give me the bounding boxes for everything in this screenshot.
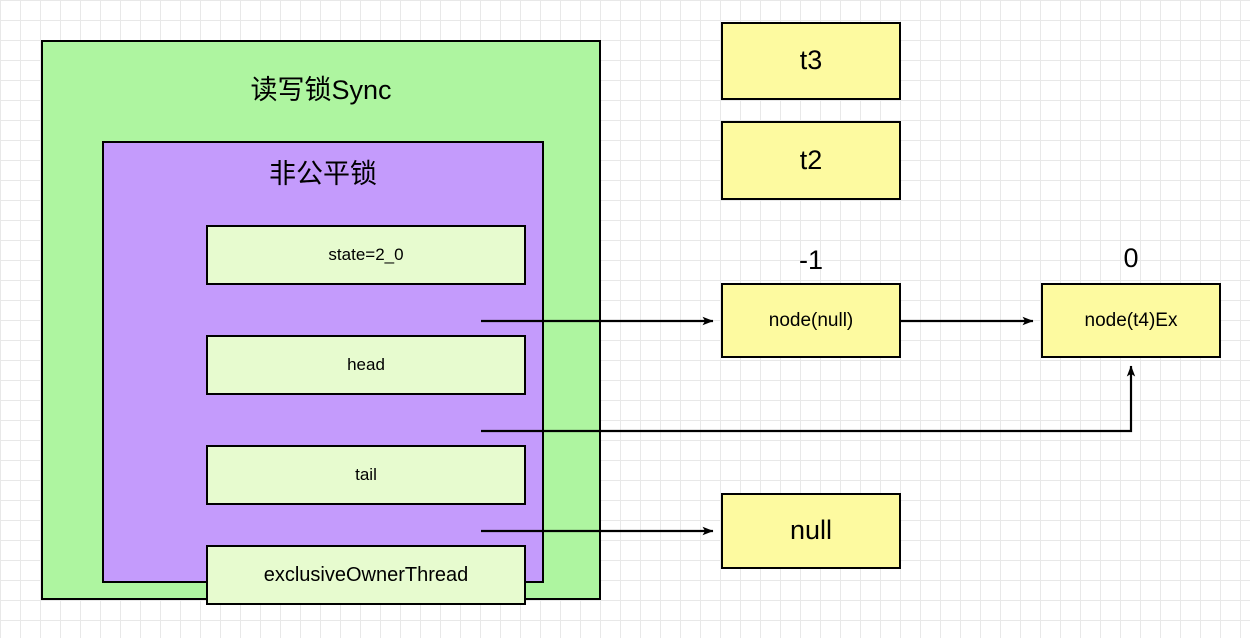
thread-box-t2-label: t2	[799, 144, 823, 175]
field-tail: tail	[206, 445, 526, 505]
queue-node-null: node(null)	[721, 283, 901, 358]
sync-container-title: 读写锁Sync	[250, 75, 392, 105]
owner-value-label: null	[789, 515, 833, 546]
wait-status-label-node-t4ex: 0	[1123, 243, 1139, 273]
wait-status-label-node-null: -1	[798, 245, 823, 275]
thread-box-t3-label: t3	[799, 45, 823, 76]
field-tail-label: tail	[355, 465, 377, 485]
thread-box-t3: t3	[721, 22, 901, 100]
field-head: head	[206, 335, 526, 395]
queue-node-t4-exclusive-label: node(t4)Ex	[1084, 309, 1178, 331]
queue-node-null-label: node(null)	[768, 309, 854, 331]
field-head-label: head	[347, 355, 385, 375]
field-state: state=2_0	[206, 225, 526, 285]
nonfair-lock-title: 非公平锁	[269, 159, 377, 189]
field-exclusive-owner-thread: exclusiveOwnerThread	[206, 545, 526, 605]
thread-box-t2: t2	[721, 121, 901, 200]
field-exclusive-owner-thread-label: exclusiveOwnerThread	[263, 563, 469, 586]
sync-container: 读写锁Sync 非公平锁 state=2_0 head tail exclusi…	[41, 40, 601, 605]
queue-node-t4-exclusive: node(t4)Ex	[1041, 283, 1221, 358]
nonfair-lock-container: 非公平锁 state=2_0 head tail exclusiveOwnerT…	[102, 141, 544, 605]
owner-value-box: null	[721, 493, 901, 569]
field-state-label: state=2_0	[328, 245, 404, 265]
